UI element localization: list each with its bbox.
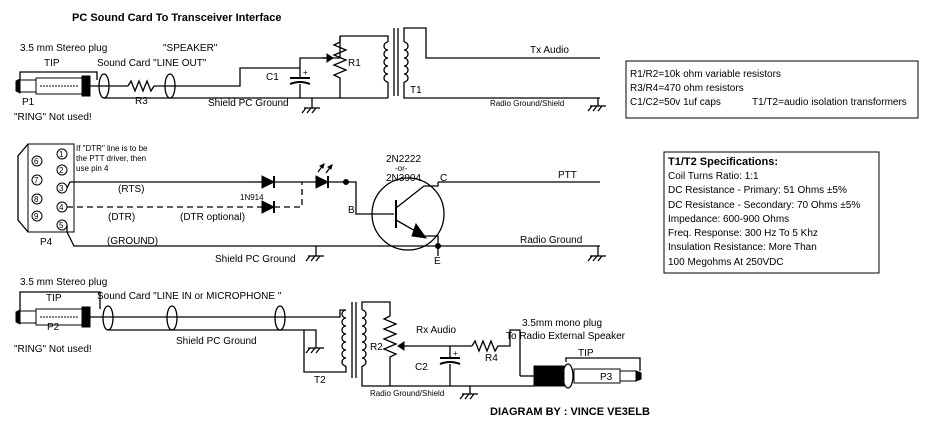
to-radio-speaker-label: To Radio External Speaker	[506, 331, 626, 342]
rx-section: 3.5 mm Stereo plug TIP Sound Card "LINE …	[14, 277, 642, 400]
pin-4: 4	[59, 203, 64, 212]
legend-line-4: T1/T2=audio isolation transformers	[752, 97, 907, 108]
component-legend: R1/R2=10k ohm variable resistors R3/R4=4…	[625, 60, 919, 119]
transistor-or: -or-	[395, 164, 408, 173]
transistor-2n3904: 2N3904	[386, 173, 421, 184]
spec-line-5: Freq. Response: 300 Hz To 5 Khz	[668, 228, 818, 239]
p1-label: P1	[22, 97, 35, 108]
ptt-label: PTT	[558, 170, 577, 181]
shield-pc-ground-mid: Shield PC Ground	[215, 254, 296, 265]
radio-ground-shield-top: Radio Ground/Shield	[490, 99, 564, 108]
transformer-t2	[303, 301, 470, 387]
spec-line-2: DC Resistance - Primary: 51 Ohms ±5%	[668, 185, 847, 196]
shield-pc-ground-bottom: Shield PC Ground	[176, 336, 257, 347]
spec-line-6: Insulation Resistance: More Than	[668, 242, 817, 253]
base-label: B	[348, 205, 355, 216]
transistor	[371, 177, 445, 256]
r1-label: R1	[348, 58, 361, 69]
collector-label: C	[440, 173, 447, 184]
c2-label: C2	[415, 362, 428, 373]
t1-label: T1	[410, 85, 422, 96]
r2-label: R2	[370, 342, 383, 353]
svg-text:+: +	[453, 349, 458, 358]
rts-label: (RTS)	[118, 184, 144, 195]
legend-line-2: R3/R4=470 ohm resistors	[630, 83, 744, 94]
specs-title: T1/T2 Specifications:	[668, 156, 778, 168]
radio-ground-shield-bottom: Radio Ground/Shield	[370, 389, 444, 398]
shield-pc-ground-top: Shield PC Ground	[208, 98, 289, 109]
tx-section: 3.5 mm Stereo plug TIP "SPEAKER" Sound C…	[14, 27, 606, 123]
spec-line-1: Coil Turns Ratio: 1:1	[668, 171, 759, 182]
r4-label: R4	[485, 353, 498, 364]
stereo-plug-label-bottom: 3.5 mm Stereo plug	[20, 277, 107, 288]
speaker-label: "SPEAKER"	[163, 43, 218, 54]
pin-8: 8	[34, 195, 39, 204]
plug-p3	[533, 363, 642, 389]
p2-label: P2	[47, 322, 60, 333]
dtr-optional-label: (DTR optional)	[180, 212, 245, 223]
pin-7: 7	[34, 176, 39, 185]
r3-label: R3	[135, 96, 148, 107]
plug-p1	[15, 75, 91, 97]
pin-6: 6	[34, 157, 39, 166]
spec-line-4: Impedance: 600-900 Ohms	[668, 214, 789, 225]
pin-9: 9	[34, 212, 39, 221]
tx-audio-label: Tx Audio	[530, 45, 569, 56]
1n914-label: 1N914	[240, 193, 264, 202]
svg-text:+: +	[303, 68, 308, 77]
tip-label-bottom: TIP	[46, 293, 62, 304]
ground-pin-label: (GROUND)	[107, 236, 158, 247]
tip-label-top: TIP	[44, 58, 60, 69]
transistor-2n2222: 2N2222	[386, 154, 421, 165]
transformer-t1	[340, 27, 600, 99]
spec-line-7: 100 Megohms At 250VDC	[668, 257, 784, 268]
radio-ground-label: Radio Ground	[520, 235, 582, 246]
t2-label: T2	[314, 375, 326, 386]
c1-label: C1	[266, 72, 279, 83]
transformer-specs: T1/T2 Specifications: Coil Turns Ratio: …	[663, 151, 880, 274]
line-out-label: Sound Card "LINE OUT"	[97, 58, 207, 69]
p4-label: P4	[40, 237, 53, 248]
ptt-section: 6 7 8 9 1 2 3 4 5 P4 If "DTR" line is to…	[17, 143, 606, 267]
dtr-note-line-3: use pin 4	[76, 164, 109, 173]
diagram-title: PC Sound Card To Transceiver Interface	[72, 12, 281, 24]
mono-plug-label: 3.5mm mono plug	[522, 318, 602, 329]
rx-audio-label: Rx Audio	[416, 325, 456, 336]
db9-connector-p4: 6 7 8 9 1 2 3 4 5	[17, 143, 75, 233]
dtr-label: (DTR)	[108, 212, 135, 223]
line-in-label: Sound Card "LINE IN or MICROPHONE "	[97, 291, 282, 302]
dtr-note-line-2: the PTT driver, then	[76, 154, 146, 163]
spec-line-3: DC Resistance - Secondary: 70 Ohms ±5%	[668, 200, 860, 211]
pin-2: 2	[59, 166, 64, 175]
legend-line-3: C1/C2=50v 1uf caps	[630, 97, 721, 108]
p3-label: P3	[600, 372, 613, 383]
pin-3: 3	[59, 184, 64, 193]
tip-label-p3: TIP	[578, 348, 594, 359]
emitter-label: E	[434, 256, 441, 267]
dtr-note-line-1: If "DTR" line is to be	[76, 144, 148, 153]
ring-not-used-top: "RING" Not used!	[14, 112, 92, 123]
legend-line-1: R1/R2=10k ohm variable resistors	[630, 69, 781, 80]
diagram-credit: DIAGRAM BY : VINCE VE3ELB	[490, 406, 650, 418]
ring-not-used-bottom: "RING" Not used!	[14, 344, 92, 355]
plug-p2	[15, 306, 91, 328]
pin-1: 1	[59, 150, 64, 159]
pin-5: 5	[59, 221, 64, 230]
stereo-plug-label-top: 3.5 mm Stereo plug	[20, 43, 107, 54]
